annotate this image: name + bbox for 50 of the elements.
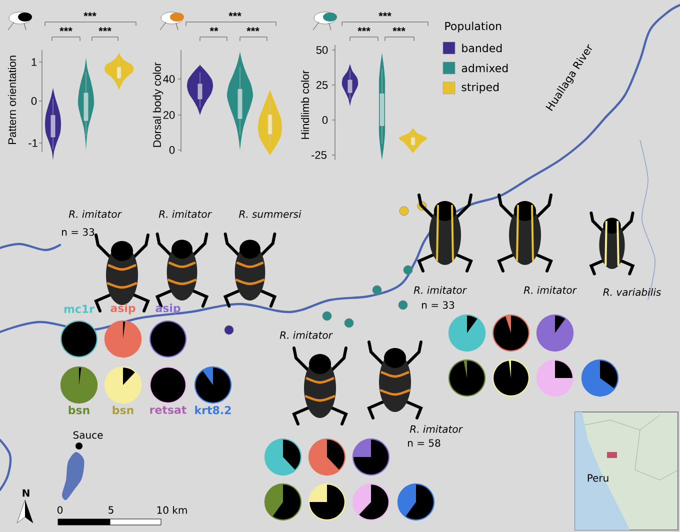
significance-label: *** [358, 27, 370, 32]
significance-label: ** [210, 27, 218, 32]
significance-label: *** [246, 27, 260, 32]
map-label: n = 33 [422, 301, 454, 309]
significance-label: *** [378, 12, 392, 16]
tick-label: 0 [31, 97, 37, 105]
map-label: n = 58 [408, 439, 440, 447]
gene-label: mc1r [64, 304, 94, 314]
map-label: n = 33 [62, 228, 94, 236]
legend-label: admixed [462, 64, 508, 72]
species-label: R. imitator [280, 331, 333, 339]
map-label: 0 [57, 506, 63, 514]
gene-label: bsn [112, 406, 134, 414]
tick-label: -1 [28, 139, 38, 147]
gene-label: asip [110, 304, 136, 314]
species-label: R. imitator [414, 286, 467, 294]
tick-label: 0 [169, 146, 175, 154]
species-label: R. imitator [68, 210, 122, 218]
tick-label: 50 [316, 46, 328, 54]
significance-label: *** [392, 27, 406, 32]
significance-label: *** [98, 27, 112, 32]
species-label: R. summersi [238, 210, 302, 218]
tick-label: 40 [163, 75, 175, 83]
species-label: R. imitator [410, 425, 463, 433]
axis-title: Dorsal body color [152, 62, 164, 147]
axis-title: Pattern orientation [8, 56, 16, 144]
tick-label: 20 [163, 111, 175, 119]
gene-label: retsat [150, 406, 186, 414]
tick-label: 25 [316, 81, 328, 89]
species-label: R. variabilis [603, 288, 661, 296]
species-label: R. imitator [524, 286, 577, 294]
significance-label: *** [228, 12, 242, 16]
significance-label: *** [84, 12, 96, 16]
tick-label: 1 [32, 58, 37, 66]
north-label: N [22, 489, 30, 497]
gene-label: bsn [68, 406, 90, 414]
gene-label: krt8.2 [195, 406, 231, 414]
map-label: Sauce [73, 431, 103, 439]
legend-label: striped [462, 82, 499, 94]
species-label: R. imitator [158, 210, 212, 218]
axis-title: Hindlimb color [300, 70, 310, 139]
map-label: 10 km [157, 506, 187, 514]
legend-label: banded [462, 44, 502, 52]
tick-label: 0 [322, 116, 328, 124]
tick-label: -25 [312, 151, 326, 159]
map-label: Peru [588, 474, 608, 482]
map-label: 5 [108, 506, 114, 514]
legend-title: Population [445, 22, 502, 32]
significance-label: *** [60, 27, 72, 32]
gene-label: asip [156, 304, 180, 314]
